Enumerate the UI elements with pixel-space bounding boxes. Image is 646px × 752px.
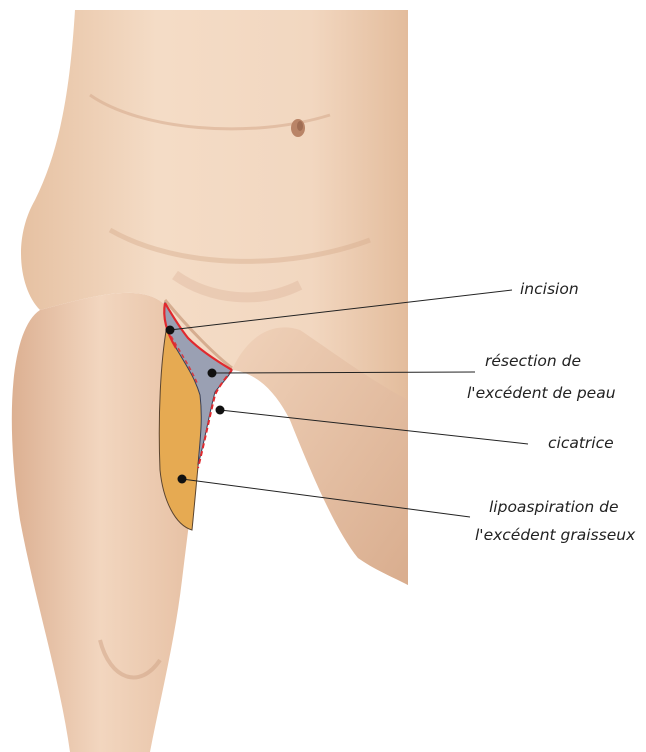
label-lipo-line1: lipoaspiration de xyxy=(489,498,619,516)
dot-cicatrice-icon xyxy=(216,406,225,415)
label-resection-line2: l'excédent de peau xyxy=(467,384,616,402)
label-incision: incision xyxy=(520,280,579,298)
dot-incision-icon xyxy=(166,326,175,335)
label-resection-line1: résection de xyxy=(485,352,581,370)
label-lipo-line2: l'excédent graisseux xyxy=(475,526,636,544)
dot-lipo-icon xyxy=(178,475,187,484)
navel-highlight xyxy=(297,121,303,131)
label-cicatrice: cicatrice xyxy=(548,434,614,452)
dot-resection-icon xyxy=(208,369,217,378)
